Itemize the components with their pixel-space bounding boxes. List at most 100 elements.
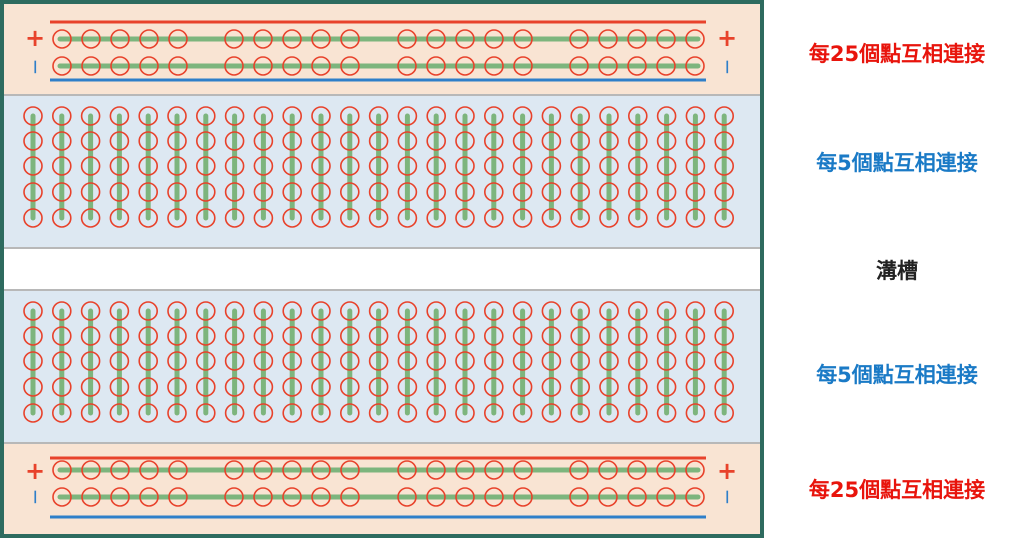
bottom-terminal-hole bbox=[656, 377, 677, 397]
bottom-terminal-hole bbox=[282, 403, 303, 423]
bottom-terminal-hole bbox=[714, 301, 735, 321]
top-terminal-hole bbox=[167, 208, 187, 228]
bottom-terminal-hole bbox=[196, 351, 216, 371]
top-rail-hole bbox=[110, 56, 130, 76]
bottom-terminal-hole bbox=[23, 377, 43, 397]
top-rail-hole bbox=[81, 56, 101, 76]
board-outline bbox=[0, 0, 764, 538]
bottom-rail-hole bbox=[311, 460, 331, 480]
top-terminal-hole bbox=[109, 182, 130, 202]
top-terminal-hole bbox=[339, 156, 360, 176]
top-terminal-hole bbox=[714, 208, 735, 228]
top-terminal-hole bbox=[23, 208, 43, 228]
top-terminal-hole bbox=[311, 131, 331, 151]
bottom-terminal-hole bbox=[138, 301, 158, 321]
top-rail-minus-left: − bbox=[24, 59, 48, 76]
top-terminal-hole bbox=[685, 106, 706, 126]
top-terminal-hole bbox=[627, 106, 648, 126]
top-rail-hole bbox=[397, 29, 417, 49]
bottom-terminal-hole bbox=[311, 326, 331, 346]
top-terminal-hole bbox=[196, 131, 216, 151]
top-terminal-hole bbox=[311, 208, 331, 228]
top-terminal-hole bbox=[512, 106, 533, 126]
bottom-rail-hole bbox=[52, 487, 72, 507]
channel-label: 溝槽 bbox=[876, 259, 918, 283]
bottom-terminal-hole bbox=[541, 301, 562, 321]
bottom-rail-hole bbox=[513, 460, 533, 480]
bottom-terminal-hole bbox=[483, 301, 504, 321]
bottom-terminal-hole bbox=[541, 326, 562, 346]
top-terminal-hole bbox=[80, 131, 101, 151]
top-rail-hole bbox=[168, 29, 188, 49]
bottom-terminal-hole bbox=[599, 403, 619, 423]
top-terminal-hole bbox=[51, 156, 72, 176]
bottom-rail-hole bbox=[598, 487, 618, 507]
bottom-terminal-hole bbox=[109, 377, 130, 397]
bottom-terminal-hole bbox=[512, 403, 533, 423]
top-rail-hole bbox=[168, 56, 188, 76]
top-rail-hole bbox=[598, 56, 618, 76]
bottom-terminal-hole bbox=[224, 301, 245, 321]
top-rail-hole bbox=[513, 29, 533, 49]
bottom-terminal-hole bbox=[599, 351, 619, 371]
top-terminal-hole bbox=[541, 131, 562, 151]
bottom-rail-hole bbox=[455, 487, 475, 507]
top-terminal-hole bbox=[627, 156, 648, 176]
top-terminal-hole bbox=[224, 106, 245, 126]
bottom-terminal-hole bbox=[339, 326, 360, 346]
top-terminal-hole bbox=[109, 131, 130, 151]
bottom-terminal-hole bbox=[282, 301, 303, 321]
bottom-terminal-hole bbox=[541, 377, 562, 397]
top-rail-hole bbox=[685, 56, 705, 76]
top-rail-hole bbox=[282, 56, 302, 76]
bottom-terminal-hole bbox=[80, 377, 101, 397]
bottom-terminal-hole bbox=[51, 351, 72, 371]
top-terminal-hole bbox=[196, 208, 216, 228]
top-terminal-hole bbox=[23, 131, 43, 151]
bottom-rail-hole bbox=[253, 460, 273, 480]
bottom-terminal-hole bbox=[339, 377, 360, 397]
bottom-terminal-hole bbox=[512, 377, 533, 397]
bottom-terminal-hole bbox=[512, 351, 533, 371]
bottom-rail-hole bbox=[397, 487, 417, 507]
bottom-terminal-hole bbox=[368, 403, 389, 423]
bottom-terminal-hole bbox=[80, 403, 101, 423]
top-terminal-hole bbox=[80, 106, 101, 126]
bottom-terminal-hole bbox=[368, 351, 389, 371]
top-terminal-hole bbox=[397, 182, 418, 202]
bottom-terminal-hole bbox=[397, 377, 418, 397]
top-terminal-hole bbox=[599, 131, 619, 151]
top-terminal-hole bbox=[656, 131, 677, 151]
bottom-terminal-hole bbox=[656, 403, 677, 423]
bottom-terminal-hole bbox=[51, 377, 72, 397]
bottom-terminal-hole bbox=[656, 351, 677, 371]
top-terminal-hole bbox=[109, 156, 130, 176]
bottom-terminal-hole bbox=[685, 351, 706, 371]
top-terminal-hole bbox=[51, 182, 72, 202]
top-terminal-hole bbox=[253, 106, 274, 126]
top-terminal-hole bbox=[541, 182, 562, 202]
bottom-terminal-hole bbox=[109, 351, 130, 371]
bottom-terminal-hole bbox=[51, 403, 72, 423]
bottom-terminal-hole bbox=[397, 301, 418, 321]
bottom-terminal-hole bbox=[196, 301, 216, 321]
bottom-rail-hole bbox=[685, 487, 705, 507]
top-rail-hole bbox=[484, 56, 504, 76]
top-terminal-hole bbox=[282, 131, 303, 151]
bottom-rail-hole bbox=[656, 460, 676, 480]
bottom-terminal-hole bbox=[109, 326, 130, 346]
bottom-rail-hole bbox=[110, 460, 130, 480]
top-terminal-hole bbox=[627, 208, 648, 228]
top-terminal-hole bbox=[397, 156, 418, 176]
bottom-rail-hole bbox=[282, 460, 302, 480]
bottom-terminal-hole bbox=[685, 377, 706, 397]
top-terminal-hole bbox=[656, 208, 677, 228]
top-terminal-hole bbox=[167, 156, 187, 176]
top-terminal-hole bbox=[311, 182, 331, 202]
bottom-terminal-hole bbox=[570, 351, 591, 371]
top-terminal-hole bbox=[483, 182, 504, 202]
bottom-rail-hole bbox=[513, 487, 533, 507]
top-rail-hole bbox=[598, 29, 618, 49]
bottom-terminal-hole bbox=[685, 326, 706, 346]
top-terminal-hole bbox=[541, 208, 562, 228]
